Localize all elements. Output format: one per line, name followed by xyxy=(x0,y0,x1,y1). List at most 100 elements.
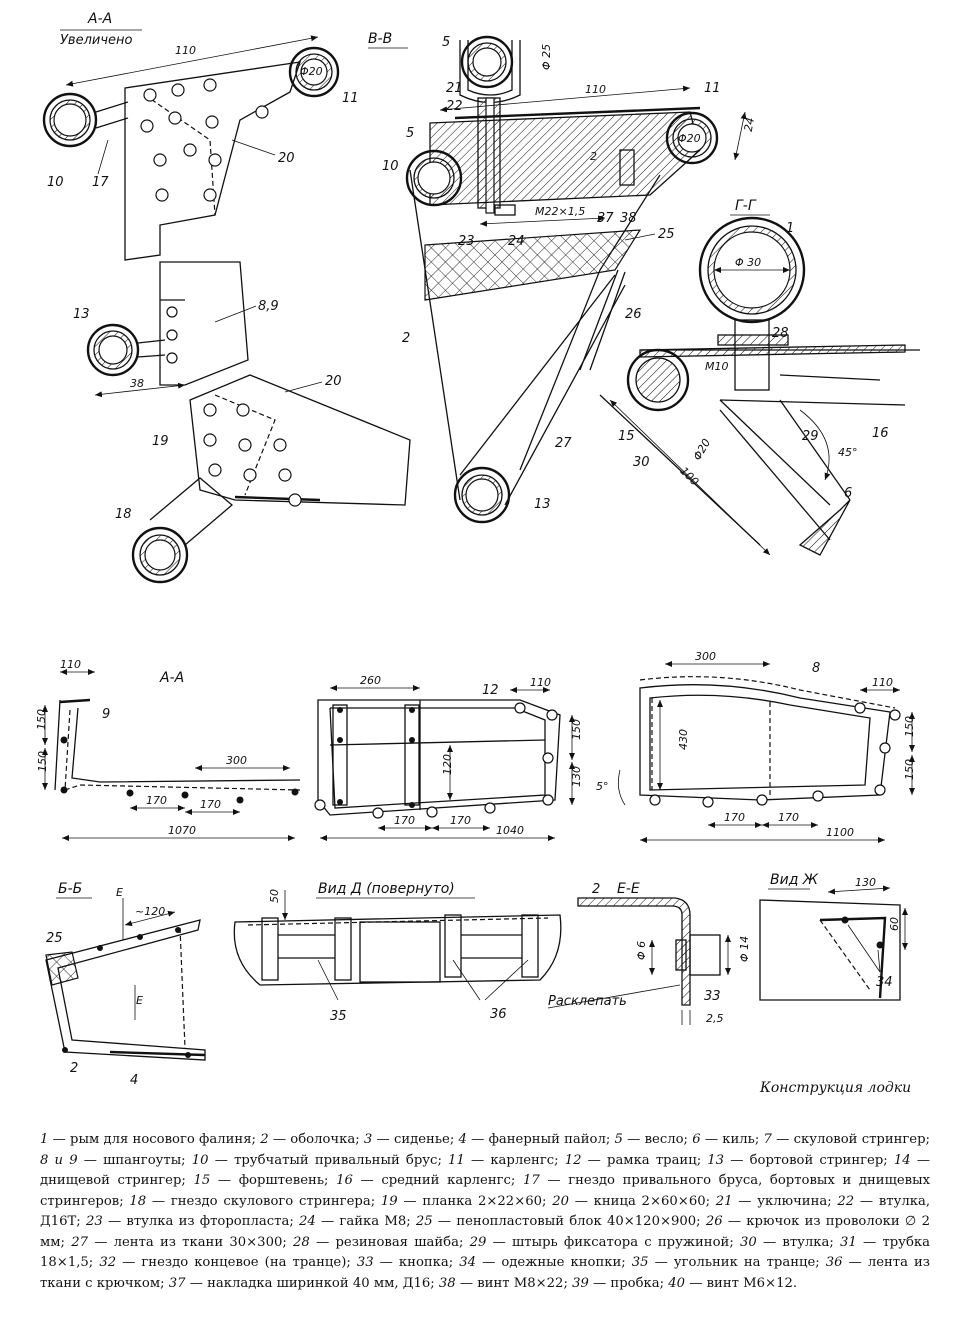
callout-gg-30: 30 xyxy=(633,455,650,470)
legend-item: 15 — форштевень; xyxy=(194,1173,337,1188)
legend-number: 38 xyxy=(438,1275,456,1291)
callout-gg-6: 6 xyxy=(844,486,852,501)
legend-item: 16 — средний карленгс; xyxy=(336,1173,523,1188)
legend-number: 22 xyxy=(837,1193,855,1209)
legend-item: 30 — втулка; xyxy=(740,1235,840,1250)
dim-bb-dia20: Φ20 xyxy=(678,132,701,145)
callout-11: 11 xyxy=(342,91,359,106)
legend-item: 4 — фанерный пайол; xyxy=(459,1132,615,1147)
legend-text: — рамка траиц; xyxy=(581,1152,708,1168)
view-frame8: 300 110 430 150 150 5° 170 170 1100 8 xyxy=(596,650,916,843)
callout-bb-2: 2 xyxy=(402,331,410,346)
legend-text: — резиновая шайба; xyxy=(309,1234,470,1250)
dim-bb-dia25: Φ 25 xyxy=(540,44,553,70)
legend-number: 11 xyxy=(448,1152,465,1168)
dim-aa2-170b: 170 xyxy=(200,798,221,811)
legend-item: 36 — лента из ткани с крючком; xyxy=(40,1255,930,1291)
legend-text: — кница 2×60×60; xyxy=(569,1193,716,1209)
legend-text: — трубка 18×1,5; xyxy=(40,1234,930,1271)
legend-number: 1 xyxy=(40,1132,49,1147)
view-zh-title: Вид Ж xyxy=(770,872,819,888)
callout-aa2-9: 9 xyxy=(102,707,110,722)
dim-bb-110: 110 xyxy=(585,83,606,96)
callout-13: 13 xyxy=(73,307,90,322)
callout-bb-21: 21 xyxy=(446,81,463,96)
dim-aa2-110: 110 xyxy=(60,658,81,671)
legend-text: — шпангоуты; xyxy=(77,1152,192,1168)
legend-number: 15 xyxy=(193,1173,211,1188)
figure-caption: Конструкция лодки xyxy=(760,1080,912,1096)
callout-89: 8,9 xyxy=(258,299,279,314)
legend-text: — весло; xyxy=(622,1132,693,1147)
view-bb-title: В-В xyxy=(368,31,392,47)
dim-aa2-170a: 170 xyxy=(146,794,167,807)
legend: 1 — рым для носового фалиня; 2 — оболочк… xyxy=(40,1130,930,1294)
dim-f12-130: 130 xyxy=(570,766,583,787)
legend-item: 11 — карленгс; xyxy=(448,1153,565,1168)
dim-zh-130: 130 xyxy=(855,876,876,889)
callout-bb2-2: 2 xyxy=(70,1061,78,1076)
legend-number: 10 xyxy=(191,1152,209,1168)
legend-number: 12 xyxy=(564,1152,582,1168)
legend-text: — пробка; xyxy=(588,1275,669,1291)
legend-text: — форштевень; xyxy=(210,1173,337,1188)
callout-bb-26: 26 xyxy=(625,307,642,322)
legend-text: — скуловой стрингер; xyxy=(771,1132,930,1147)
legend-item: 3 — сиденье; xyxy=(364,1132,459,1147)
callout-bb2-4: 4 xyxy=(130,1073,138,1088)
legend-number: 4 xyxy=(458,1132,467,1147)
dim-f12-170a: 170 xyxy=(394,814,415,827)
callout-zh-34: 34 xyxy=(876,975,893,990)
legend-text: — гнездо концевое (на транце); xyxy=(116,1255,357,1270)
legend-item: 14 — днищевой стрингер; xyxy=(40,1153,930,1189)
callout-gg-16: 16 xyxy=(872,426,889,441)
legend-item: 34 — одежные кнопки; xyxy=(459,1255,632,1270)
legend-number: 6 xyxy=(692,1132,701,1147)
legend-number: 13 xyxy=(707,1152,725,1168)
view-bb2-title: Б-Б xyxy=(58,881,82,897)
dim-aa-110: 110 xyxy=(175,44,196,57)
dim-f12-150: 150 xyxy=(570,719,583,740)
legend-text: — рым для носового фалиня; xyxy=(48,1132,261,1147)
legend-text: — крючок из проволоки ∅ 2 мм; xyxy=(40,1214,931,1250)
legend-number: 8 и 9 xyxy=(40,1152,78,1168)
legend-item: 29 — штырь фиксатора с пружиной; xyxy=(470,1235,740,1250)
callout-d-35: 35 xyxy=(330,1009,347,1024)
legend-number: 25 xyxy=(415,1214,433,1229)
view-gg-title: Г-Г xyxy=(735,198,757,214)
legend-number: 20 xyxy=(552,1193,569,1209)
legend-number: 33 xyxy=(356,1255,374,1270)
callout-f8-8: 8 xyxy=(812,661,820,676)
dim-f12-170b: 170 xyxy=(450,814,471,827)
legend-text: — планка 2×22×60; xyxy=(397,1193,553,1209)
legend-item: 21 — уключина; xyxy=(716,1194,838,1209)
legend-item: 37 — накладка ширинкой 40 мм, Д16; xyxy=(169,1276,439,1291)
callout-18: 18 xyxy=(115,507,132,522)
legend-item: 32 — гнездо концевое (на транце); xyxy=(99,1255,357,1270)
dim-zh-60: 60 xyxy=(888,917,901,931)
legend-text: — пенопластовый блок 40×120×900; xyxy=(432,1214,706,1229)
view-bb-bottom: Б-Б Е Е ~120 25 2 4 xyxy=(45,881,206,1088)
legend-text: — винт М6×12. xyxy=(685,1275,798,1291)
dim-f12-260: 260 xyxy=(360,674,381,687)
dim-f8-150a: 150 xyxy=(903,716,916,737)
legend-item: 5 — весло; xyxy=(615,1132,693,1147)
legend-number: 35 xyxy=(631,1255,649,1270)
dim-ee-25: 2,5 xyxy=(706,1012,724,1025)
legend-number: 36 xyxy=(825,1255,843,1270)
legend-text: — уключина; xyxy=(732,1193,838,1209)
dim-f8-170b: 170 xyxy=(778,811,799,824)
callout-bb-5a: 5 xyxy=(442,35,450,50)
dim-bb-24: 24 xyxy=(742,116,757,132)
dim-gg-45: 45° xyxy=(838,446,858,459)
legend-number: 14 xyxy=(893,1152,911,1168)
legend-item: 26 — крючок из проволоки ∅ 2 мм; xyxy=(40,1214,930,1250)
callout-bb2-25: 25 xyxy=(46,931,63,946)
legend-item: 38 — винт М8×22; xyxy=(439,1276,572,1291)
callout-bb-38: 38 xyxy=(620,211,637,226)
legend-text: — днищевой стрингер; xyxy=(40,1152,931,1189)
legend-number: 32 xyxy=(99,1255,117,1270)
legend-item: 2 — оболочка; xyxy=(260,1132,364,1147)
legend-item: 33 — кнопка; xyxy=(357,1255,459,1270)
